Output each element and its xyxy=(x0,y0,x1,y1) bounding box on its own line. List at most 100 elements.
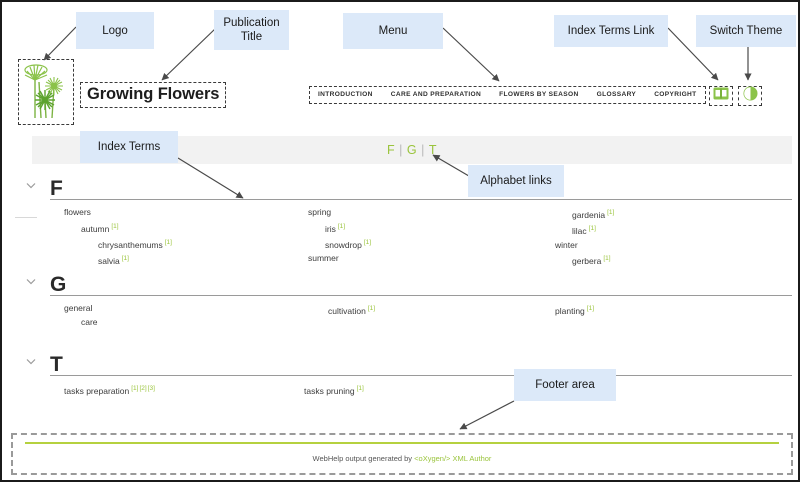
footer-area: WebHelp output generated by <oXygen/> XM… xyxy=(11,433,793,475)
index-ref[interactable]: [1] xyxy=(588,225,596,233)
index-term[interactable]: planting xyxy=(555,305,585,316)
index-ref[interactable]: [1] xyxy=(131,385,139,392)
index-refs[interactable]: [1][2][3] xyxy=(131,385,156,392)
index-ref[interactable]: [1] xyxy=(603,255,611,263)
section-divider xyxy=(50,199,792,200)
index-term[interactable]: snowdrop xyxy=(325,239,362,250)
index-column: spring iris[1] snowdrop[1] summer xyxy=(308,206,371,266)
publication-title[interactable]: Growing Flowers xyxy=(80,82,227,108)
index-term[interactable]: salvia xyxy=(98,255,120,266)
index-column: gardenia[1] lilac[1] winter gerbera[1] xyxy=(555,206,614,268)
index-section-columns: general care cultivation[1] planting[1] xyxy=(2,296,798,348)
index-ref[interactable]: [1] xyxy=(367,305,376,312)
switch-theme-button[interactable] xyxy=(738,86,762,106)
menu-item-glossary[interactable]: GLOSSARY xyxy=(596,91,637,98)
index-entry: flowers xyxy=(64,206,172,220)
index-section-header: F xyxy=(2,172,798,200)
index-term[interactable]: summer xyxy=(308,253,339,264)
index-ref[interactable]: [1] xyxy=(164,238,172,246)
callout-publication-title: Publication Title xyxy=(214,10,289,50)
index-ref[interactable]: [1] xyxy=(111,222,119,230)
index-terms-link-button[interactable] xyxy=(709,86,733,106)
index-entry: summer xyxy=(308,252,371,266)
alphabet-link-t[interactable]: T xyxy=(428,143,437,157)
index-section-header: T xyxy=(2,348,798,376)
scroll-indicator xyxy=(15,217,37,218)
menu-item-flowers-by-season[interactable]: FLOWERS BY SEASON xyxy=(499,91,579,98)
callout-index-terms-link: Index Terms Link xyxy=(554,15,668,47)
footer-brand-link[interactable]: <oXygen/> XML Author xyxy=(414,454,492,463)
index-entry: winter xyxy=(555,239,614,253)
index-entry: tasks preparation[1][2][3] xyxy=(64,382,156,398)
index-ref[interactable]: [1] xyxy=(586,305,595,312)
section-letter: F xyxy=(50,177,63,200)
index-entry: general xyxy=(64,302,98,316)
chevron-down-icon[interactable] xyxy=(24,354,38,368)
chevron-down-icon[interactable] xyxy=(24,178,38,192)
index-column: planting[1] xyxy=(555,302,594,318)
index-entry: care xyxy=(64,316,98,330)
index-section-columns: tasks preparation[1][2][3] tasks pruning… xyxy=(2,376,798,412)
index-entry: lilac[1] xyxy=(555,222,614,238)
menu-item-care-and-preparation[interactable]: CARE AND PREPARATION xyxy=(390,91,482,98)
index-entry: gardenia[1] xyxy=(555,206,614,222)
index-column: tasks pruning[1] xyxy=(304,382,364,398)
half-circle-contrast-icon xyxy=(743,86,758,106)
index-term[interactable]: flowers xyxy=(64,207,91,217)
index-term[interactable]: winter xyxy=(555,239,578,250)
index-term[interactable]: chrysanthemums xyxy=(98,239,163,250)
index-ref[interactable]: [1] xyxy=(363,238,372,246)
section-divider xyxy=(50,375,792,376)
index-term[interactable]: tasks pruning xyxy=(304,385,355,396)
index-ref[interactable]: [1] xyxy=(337,222,346,230)
index-section-f: F flowers autumn[1] chrysanthemums[1] sa… xyxy=(2,172,798,268)
chevron-down-icon[interactable] xyxy=(24,274,38,288)
index-section-t: T tasks preparation[1][2][3] tasks pruni… xyxy=(2,348,798,412)
index-column: tasks preparation[1][2][3] xyxy=(64,382,156,398)
index-term[interactable]: gardenia xyxy=(572,209,606,220)
index-term[interactable]: cultivation xyxy=(328,305,366,316)
index-section-g: G general care cultivation[1] planting[1… xyxy=(2,268,798,348)
flowers-logo-icon xyxy=(19,60,73,124)
menu-item-introduction[interactable]: INTRODUCTION xyxy=(318,91,373,98)
callout-footer-area: Footer area xyxy=(514,369,616,401)
index-entry: cultivation[1] xyxy=(328,302,375,318)
logo[interactable] xyxy=(18,59,74,125)
index-term[interactable]: spring xyxy=(308,207,332,217)
index-ref[interactable]: [1] xyxy=(607,209,615,216)
index-entry: salvia[1] xyxy=(64,252,172,268)
index-ref[interactable]: [3] xyxy=(147,385,155,392)
index-ref[interactable]: [2] xyxy=(139,385,147,392)
callout-alphabet-links: Alphabet links xyxy=(468,165,564,197)
book-index-icon xyxy=(713,87,729,105)
index-term[interactable]: tasks preparation xyxy=(64,385,130,396)
index-section-header: G xyxy=(2,268,798,296)
section-letter: G xyxy=(50,273,67,296)
alphabet-links: F|G|T xyxy=(387,143,437,157)
index-entry: planting[1] xyxy=(555,302,594,318)
index-entry: autumn[1] xyxy=(64,220,172,236)
index-term[interactable]: iris xyxy=(325,223,336,234)
index-term[interactable]: autumn xyxy=(81,223,110,234)
index-term[interactable]: gerbera xyxy=(572,255,602,266)
index-entry: gerbera[1] xyxy=(555,252,614,268)
alphabet-separator: | xyxy=(399,143,403,157)
index-term[interactable]: lilac xyxy=(572,226,587,237)
index-column: flowers autumn[1] chrysanthemums[1] salv… xyxy=(64,206,172,268)
footer-text: WebHelp output generated by <oXygen/> XM… xyxy=(13,454,791,463)
index-term[interactable]: care xyxy=(81,316,98,327)
index-ref[interactable]: [1] xyxy=(356,385,364,392)
section-divider xyxy=(50,295,792,296)
menu-item-copyright[interactable]: COPYRIGHT xyxy=(654,91,697,98)
footer-text-prefix: WebHelp output generated by xyxy=(312,454,415,463)
index-ref[interactable]: [1] xyxy=(121,255,129,263)
main-menu: INTRODUCTION CARE AND PREPARATION FLOWER… xyxy=(309,86,706,104)
index-column: cultivation[1] xyxy=(328,302,375,318)
index-term[interactable]: general xyxy=(64,303,93,313)
alphabet-link-f[interactable]: F xyxy=(386,143,396,157)
alphabet-link-g[interactable]: G xyxy=(406,143,418,157)
index-terms-list: F flowers autumn[1] chrysanthemums[1] sa… xyxy=(2,172,798,412)
callout-menu: Menu xyxy=(343,13,443,49)
alphabet-separator: | xyxy=(421,143,425,157)
